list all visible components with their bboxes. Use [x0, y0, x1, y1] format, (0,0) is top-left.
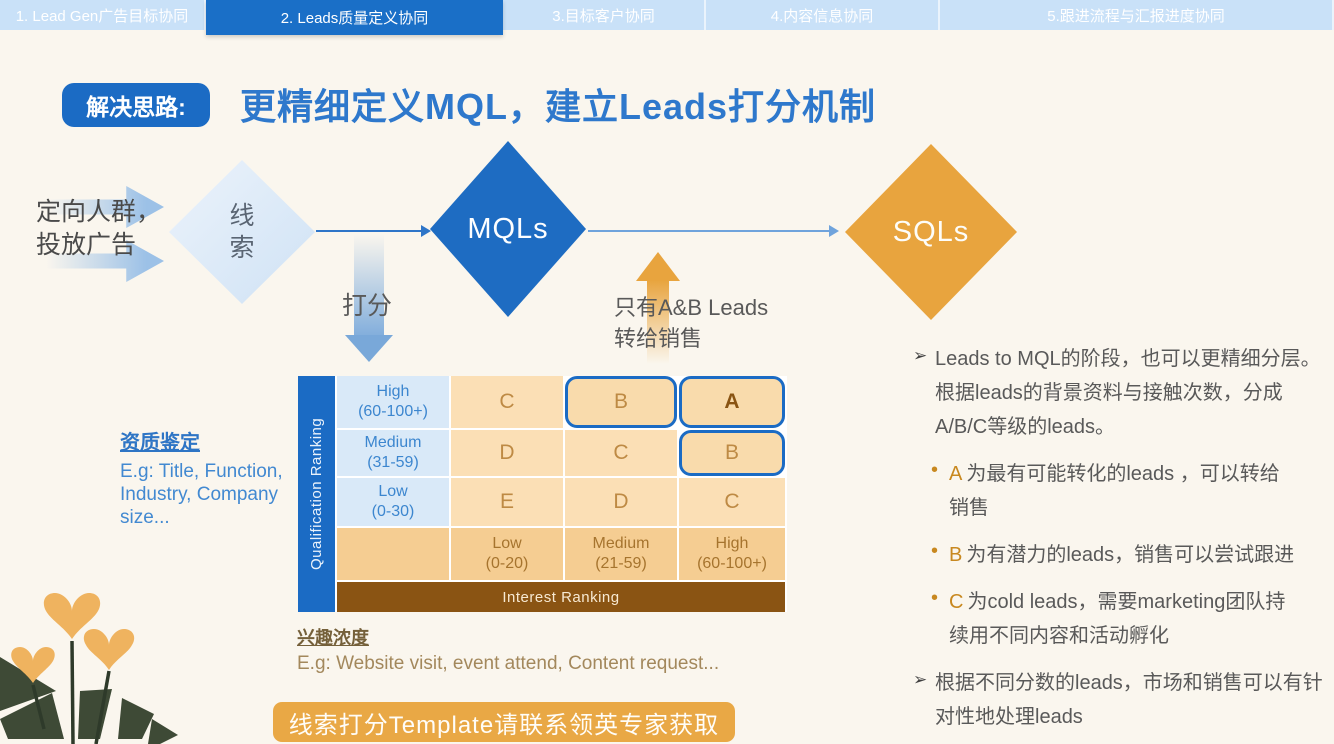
matrix-cell-highlighted: B: [565, 376, 677, 428]
qualification-note-title: 资质鉴定: [120, 432, 200, 454]
matrix-cell: C: [565, 430, 677, 476]
dot-bullet-icon: •: [931, 587, 939, 609]
qualification-ranking-axis: Qualification Ranking: [298, 376, 335, 612]
score-down-arrow-icon: [354, 234, 384, 336]
matrix-cell: C: [451, 376, 563, 428]
row-header-low: Low(0-30): [337, 478, 449, 526]
matrix-corner-blank: [337, 528, 449, 580]
arrow-bullet-icon: ➢: [913, 346, 928, 365]
row-header-medium: Medium(31-59): [337, 430, 449, 476]
list-item: ➢ Leads to MQL的阶段，也可以更精细分层。根据leads的背景资料与…: [905, 342, 1334, 444]
mql-diamond: MQLs: [430, 141, 586, 317]
leads-to-mql-connector: [316, 230, 422, 232]
col-header-medium: Medium(21-59): [565, 528, 677, 580]
tab-content-info[interactable]: 4.内容信息协同: [706, 0, 940, 30]
matrix-cell: D: [451, 430, 563, 476]
tab-bar: 1. Lead Gen广告目标协同 2. Leads质量定义协同 3.目标客户协…: [0, 0, 1334, 36]
interest-note-body: E.g: Website visit, event attend, Conten…: [297, 653, 720, 674]
dot-bullet-icon: •: [931, 540, 939, 562]
tab-leads-quality-definition[interactable]: 2. Leads质量定义协同: [206, 0, 503, 35]
interest-ranking-axis: Interest Ranking: [337, 582, 785, 612]
matrix-cell-highlighted: A: [679, 376, 785, 428]
list-item: ➢ 根据不同分数的leads，市场和销售可以有针对性地处理leads: [905, 666, 1334, 734]
matrix-cell: D: [565, 478, 677, 526]
flower-decoration: [0, 593, 178, 744]
col-header-high: High(60-100+): [679, 528, 785, 580]
qualification-note-body: E.g: Title, Function, Industry, Company …: [120, 461, 283, 528]
score-down-arrowhead-icon: [345, 335, 393, 362]
handoff-up-arrowhead-icon: [636, 252, 680, 281]
dot-bullet-icon: •: [931, 459, 939, 481]
matrix-cell: E: [451, 478, 563, 526]
col-header-low: Low(0-20): [451, 528, 563, 580]
arrowhead-icon: [421, 225, 431, 237]
lead-scoring-matrix: Qualification Ranking High(60-100+) C B …: [298, 376, 787, 612]
tab-lead-gen-goal[interactable]: 1. Lead Gen广告目标协同: [0, 0, 206, 30]
page-title: 更精细定义MQL，建立Leads打分机制: [240, 86, 877, 127]
qualification-note: 资质鉴定 E.g: Title, Function, Industry, Com…: [120, 426, 295, 529]
solution-badge: 解决思路:: [62, 83, 210, 127]
interest-note-title: 兴趣浓度: [297, 628, 369, 648]
template-cta-button[interactable]: 线索打分Template请联系领英专家获取: [273, 702, 735, 742]
leads-diamond: 线索: [169, 160, 315, 304]
insights-list: ➢ Leads to MQL的阶段，也可以更精细分层。根据leads的背景资料与…: [905, 342, 1334, 744]
row-header-high: High(60-100+): [337, 376, 449, 428]
arrowhead-icon: [829, 225, 839, 237]
audience-label: 定向人群， 投放广告: [36, 198, 162, 259]
mql-to-sql-connector: [588, 230, 830, 232]
arrow-bullet-icon: ➢: [913, 670, 928, 689]
sql-diamond: SQLs: [845, 144, 1017, 320]
interest-note: 兴趣浓度 E.g: Website visit, event attend, C…: [297, 624, 767, 675]
tab-follow-up-report[interactable]: 5.跟进流程与汇报进度协同: [940, 0, 1334, 30]
score-label: 打分: [342, 292, 393, 320]
matrix-cell-highlighted: B: [679, 430, 785, 476]
handoff-up-arrow-icon: [647, 280, 669, 364]
handoff-label: 只有A&B Leads 转给销售: [614, 295, 769, 351]
matrix-cell: C: [679, 478, 785, 526]
tab-target-customer[interactable]: 3.目标客户协同: [503, 0, 706, 30]
